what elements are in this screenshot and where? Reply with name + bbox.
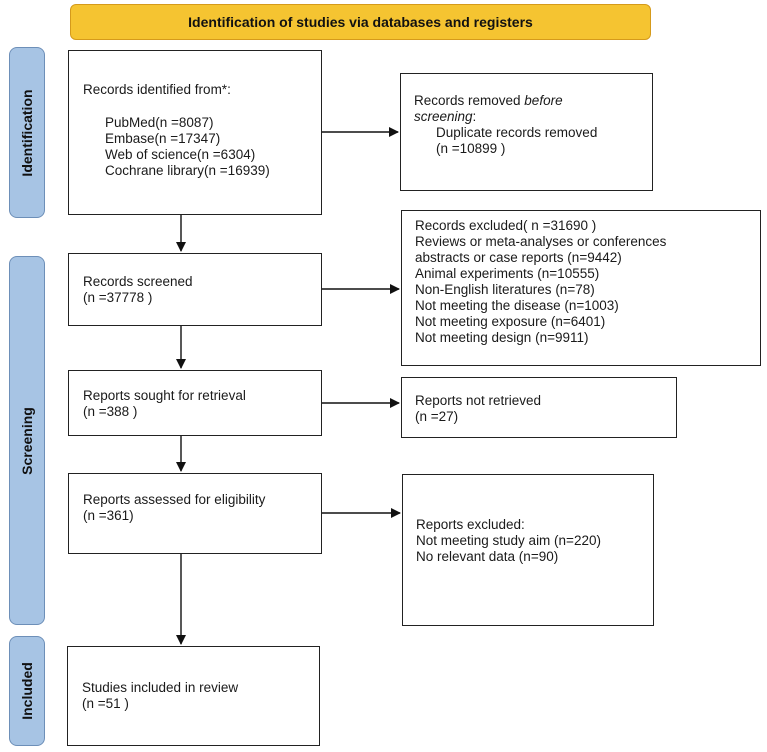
excluded-line: Not meeting exposure (n=6401) (415, 314, 606, 329)
records-screened-count: (n =37778 ) (83, 290, 153, 305)
records-screened-label: Records screened (83, 274, 193, 289)
reports-sought-label: Reports sought for retrieval (83, 388, 246, 403)
removed-before: before (524, 93, 563, 108)
excluded-line: abstracts or case reports (n=9442) (415, 250, 622, 265)
reports-sought-box: Reports sought for retrieval (n =388 ) (68, 370, 322, 436)
records-excluded-box: Records excluded( n =31690 ) Reviews or … (401, 210, 761, 366)
reports-excluded-reason: Not meeting study aim (n=220) (416, 533, 601, 548)
studies-included-box: Studies included in review (n =51 ) (67, 646, 320, 746)
phase-included: Included (9, 636, 45, 746)
reports-assessed-count: (n =361) (83, 508, 134, 523)
header-title: Identification of studies via databases … (188, 14, 533, 30)
excluded-line: Non-English literatures (n=78) (415, 282, 595, 297)
reports-not-retrieved-label: Reports not retrieved (415, 393, 542, 408)
phase-identification: Identification (9, 47, 45, 218)
reports-excluded-box: Reports excluded: Not meeting study aim … (402, 474, 654, 626)
source-pubmed: PubMed(n =8087) (105, 115, 214, 130)
duplicate-records-count: (n =10899 ) (436, 141, 506, 156)
excluded-line: Records excluded( n =31690 ) (415, 218, 597, 233)
reports-assessed-label: Reports assessed for eligibility (83, 492, 266, 507)
removed-line-2: screening: (414, 109, 652, 125)
reports-not-retrieved-count: (n =27) (415, 409, 459, 424)
records-identified-title: Records identified from*: (83, 82, 231, 97)
flow-header: Identification of studies via databases … (70, 4, 651, 40)
records-removed-box: Records removed before screening: Duplic… (400, 73, 653, 191)
reports-excluded-title: Reports excluded: (416, 517, 525, 532)
excluded-line: Not meeting the disease (n=1003) (415, 298, 619, 313)
source-embase: Embase(n =17347) (105, 131, 221, 146)
phase-screening: Screening (9, 256, 45, 625)
source-web-of-science: Web of science(n =6304) (105, 147, 256, 162)
duplicate-records-label: Duplicate records removed (436, 125, 598, 140)
studies-included-count: (n =51 ) (82, 696, 129, 711)
records-identified-box: Records identified from*: PubMed(n =8087… (68, 50, 322, 215)
reports-assessed-box: Reports assessed for eligibility (n =361… (68, 473, 322, 554)
excluded-line: Reviews or meta-analyses or conferences (415, 234, 667, 249)
studies-included-label: Studies included in review (82, 680, 239, 695)
reports-excluded-reason: No relevant data (n=90) (416, 549, 559, 564)
removed-colon: : (472, 109, 477, 124)
excluded-line: Animal experiments (n=10555) (415, 266, 600, 281)
reports-not-retrieved-box: Reports not retrieved (n =27) (401, 377, 677, 438)
removed-line-1: Records removed before (414, 93, 652, 109)
source-cochrane: Cochrane library(n =16939) (105, 163, 270, 178)
removed-screening: screening (414, 109, 473, 124)
reports-sought-count: (n =388 ) (83, 404, 138, 419)
excluded-line: Not meeting design (n=9911) (415, 330, 589, 345)
records-screened-box: Records screened (n =37778 ) (68, 253, 322, 326)
removed-prefix: Records removed (414, 93, 525, 108)
